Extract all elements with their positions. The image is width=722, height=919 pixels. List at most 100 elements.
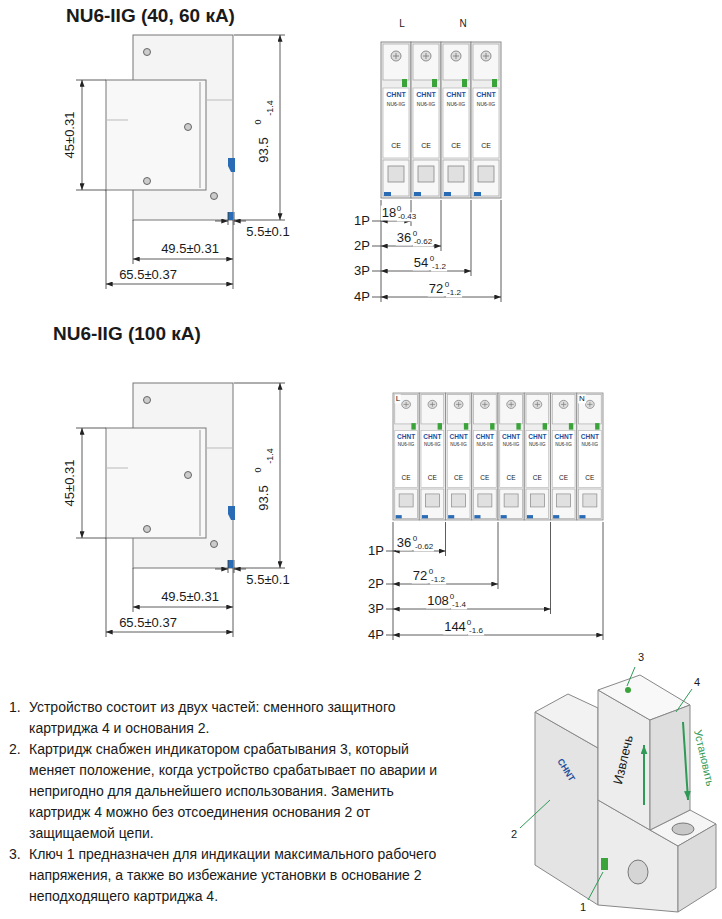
note-text: Устройство состоит из двух частей: сменн… (28, 697, 444, 739)
front-view (386, 522, 603, 640)
callout-number: 3 (637, 651, 645, 664)
dimension-text: 144 (443, 620, 467, 635)
brand-text: CHNT (501, 433, 521, 440)
front-view (372, 42, 501, 302)
front-view (372, 200, 501, 302)
tolerance-text: -1.2 (431, 262, 447, 271)
list-number: 1. (8, 697, 22, 718)
note-text: Ключ 1 предназначен для индикации максим… (28, 844, 444, 907)
spd-illustration (628, 860, 648, 884)
front-view (411, 42, 441, 198)
front-view (446, 393, 472, 520)
front-view (381, 271, 471, 272)
tolerance-text: -0.43 (397, 212, 417, 221)
dimension-text: 72 (412, 569, 428, 584)
pole-label: 3P (353, 264, 371, 279)
action-label: Установить (691, 727, 717, 788)
brand-text: CHNT (554, 433, 574, 440)
brand-text: CHNT (445, 91, 466, 99)
pole-label: 2P (353, 239, 371, 254)
spd-illustration (627, 667, 635, 686)
mark-text: CE (479, 474, 490, 481)
tolerance-text: -1.4 (265, 99, 275, 117)
mark-text: CE (450, 142, 462, 150)
tolerance-text: 0 (253, 118, 263, 125)
brand-text: CHNT (449, 433, 469, 440)
brand-text: CHNT (475, 91, 496, 99)
dimension-text: 36 (396, 536, 412, 551)
spd-illustration (520, 800, 550, 828)
front-view (603, 522, 604, 640)
side-view (76, 35, 285, 289)
model-text: NU6-IIG (476, 102, 496, 108)
mark-text: CE (401, 474, 412, 481)
dimension-text: 54 (413, 256, 429, 271)
front-view (372, 297, 381, 298)
note-text: Картридж снабжен индикатором срабатывани… (28, 739, 444, 844)
front-view (501, 200, 502, 302)
model-text: NU6-IIG (581, 442, 600, 447)
front-view (498, 393, 524, 520)
tolerance-text: -1.4 (265, 447, 275, 465)
brand-text: CHNT (385, 91, 406, 99)
front-view (498, 522, 499, 589)
dimension-text: 93.5 (257, 484, 272, 511)
spd-illustration (683, 722, 688, 800)
brand-text: CHNT (396, 433, 416, 440)
spd-illustration (678, 824, 716, 912)
model-text: NU6-IIG (449, 442, 468, 447)
mark-text: CE (558, 474, 569, 481)
front-view (441, 42, 471, 198)
front-view (393, 609, 551, 610)
front-view (577, 393, 603, 520)
spd-illustration (676, 689, 692, 712)
list-number: 3. (8, 844, 22, 865)
front-view (441, 200, 442, 251)
brand-text: CHNT (527, 433, 547, 440)
dimension-text: 108 (426, 594, 450, 609)
dimension-text: 5.5±0.1 (245, 573, 290, 588)
mark-text: CE (480, 142, 492, 150)
model-text: NU6-IIG (528, 442, 547, 447)
callout-number: 2 (510, 828, 518, 841)
side-view (76, 383, 285, 637)
brand-text: CHNT (415, 91, 436, 99)
brand-text: CHNT (580, 433, 600, 440)
brand-text: CHNT (554, 756, 577, 784)
dimension-text: 49.5±0.31 (160, 242, 220, 257)
tolerance-text: -1.2 (446, 288, 462, 297)
front-view (386, 635, 393, 636)
front-view (393, 522, 394, 640)
pole-label: 2P (367, 577, 385, 592)
front-view (386, 393, 603, 640)
spd-illustration (520, 667, 692, 900)
model-text: NU6-IIG (554, 442, 573, 447)
tolerance-text: -0.62 (414, 542, 434, 551)
tolerance-text: -1.4 (451, 600, 467, 609)
tolerance-text: -0.62 (413, 237, 433, 246)
mark-text: CE (420, 142, 432, 150)
dimension-text: 36 (396, 231, 412, 246)
spd-illustration (588, 872, 603, 900)
front-view (386, 584, 393, 585)
spd-illustration (601, 858, 608, 870)
front-view (372, 271, 381, 272)
list-number: 2. (8, 739, 22, 760)
tolerance-text: -1.6 (468, 626, 484, 635)
dimension-text: 49.5±0.31 (160, 590, 220, 605)
front-view (393, 393, 419, 520)
pole-label: 1P (353, 214, 371, 229)
front-view (551, 393, 577, 520)
dimension-text: 65.5±0.37 (118, 616, 178, 631)
dimension-text: 45±0.31 (63, 459, 78, 508)
spd-illustration (520, 667, 716, 912)
dimension-text: 65.5±0.37 (118, 268, 178, 283)
mark-text: CE (390, 142, 402, 150)
terminal-label: N (578, 394, 586, 403)
model-text: NU6-IIG (416, 102, 436, 108)
front-view (393, 635, 603, 636)
mark-text: CE (427, 474, 438, 481)
front-view (386, 551, 393, 552)
pole-label: 1P (367, 544, 385, 559)
